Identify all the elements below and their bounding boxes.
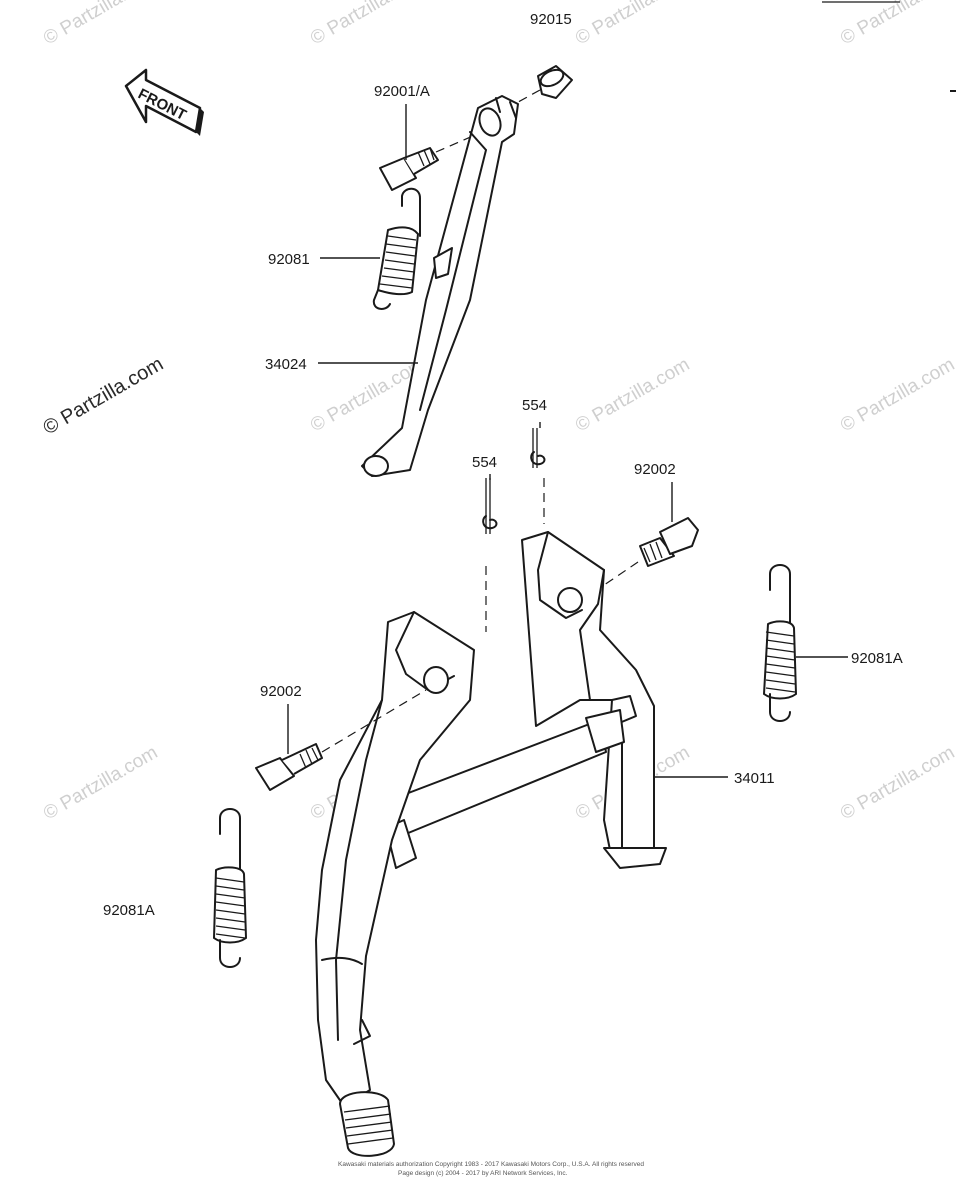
watermark: © Partzilla.com	[837, 354, 958, 436]
watermark: © Partzilla.com	[307, 0, 428, 49]
watermark: © Partzilla.com	[40, 742, 161, 824]
part-label-34011: 34011	[734, 770, 775, 787]
edge-mark	[950, 90, 956, 92]
part-label-92002-left: 92002	[260, 683, 302, 700]
pivot-bolt-part	[255, 689, 427, 791]
watermark: © Partzilla.com	[40, 353, 168, 439]
watermark: © Partzilla.com	[40, 0, 161, 49]
cotter-pin-part	[530, 428, 546, 524]
center-stand-part	[315, 531, 667, 1157]
part-label-92081a-left: 92081A	[103, 902, 155, 919]
collar-part	[499, 65, 573, 113]
spring-part	[763, 564, 797, 722]
front-arrow-icon: FRONT	[124, 68, 204, 136]
watermark: © Partzilla.com	[572, 354, 693, 436]
footer-copyright: Kawasaki materials authorization Copyrig…	[338, 1161, 644, 1168]
part-label-554-lower: 554	[472, 454, 497, 471]
side-stand-part	[361, 95, 519, 477]
bolt-part	[379, 131, 483, 191]
cotter-pin-part	[482, 478, 498, 632]
part-label-34024: 34024	[265, 356, 307, 373]
pivot-bolt-part	[587, 517, 699, 597]
spring-part	[213, 808, 247, 968]
watermark: © Partzilla.com	[837, 742, 958, 824]
part-label-92002-right: 92002	[634, 461, 676, 478]
part-label-554-upper: 554	[522, 397, 547, 414]
part-label-92001a: 92001/A	[374, 83, 430, 100]
spring-part	[372, 187, 421, 310]
part-label-92081a-right: 92081A	[851, 650, 903, 667]
part-label-92015: 92015	[530, 11, 572, 28]
footer-design: Page design (c) 2004 - 2017 by ARI Netwo…	[398, 1170, 568, 1177]
watermark: © Partzilla.com	[837, 0, 958, 49]
part-label-92081: 92081	[268, 251, 310, 268]
watermark: © Partzilla.com	[572, 0, 693, 49]
leader-lines	[287, 104, 848, 778]
